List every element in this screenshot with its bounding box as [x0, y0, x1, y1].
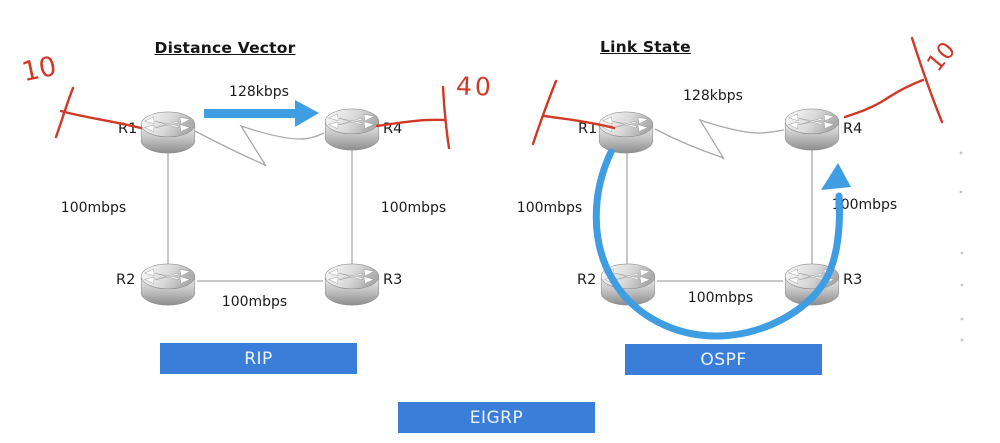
- left-router-icon-r4: [324, 108, 380, 151]
- right-router-label-r2: R2: [577, 272, 597, 288]
- right-router-label-r3: R3: [843, 272, 863, 288]
- right-diagram-title: Link State: [600, 38, 691, 56]
- left-router-label-r3: R3: [383, 272, 403, 288]
- left-speed-right-label: 100mbps: [380, 200, 447, 216]
- right-diagram-links: [626, 118, 813, 282]
- right-router-icon-r4: [784, 108, 840, 151]
- right-router-label-r1: R1: [578, 121, 598, 137]
- left-router-icon-r1: [140, 111, 196, 154]
- faint-edge-marks: [959, 151, 964, 342]
- right-speed-left-label: 100mbps: [516, 200, 583, 216]
- left-speed-bottom-label: 100mbps: [221, 294, 288, 310]
- straight-path-arrow-icon: [204, 100, 319, 127]
- left-cost-annotation: 10: [19, 50, 60, 89]
- right-router-label-r4: R4: [843, 121, 863, 137]
- left-router-icon-r3: [324, 263, 380, 306]
- right-speed-right-label: 100mbps: [831, 197, 898, 213]
- left-wan-zigzag-link: [194, 124, 325, 167]
- middle-cost-annotation: 40: [455, 71, 495, 102]
- left-cost-slash-mark: [54, 86, 75, 139]
- left-diagram-links: [167, 124, 353, 282]
- left-speed-left-label: 100mbps: [60, 200, 127, 216]
- left-router-icon-r2: [140, 263, 196, 306]
- right-router-icon-r3: [784, 263, 840, 306]
- left-diagram-title: Distance Vector: [154, 39, 296, 57]
- left-router-label-r2: R2: [116, 272, 136, 288]
- right-router-icon-r1: [598, 111, 654, 154]
- right-wan-speed-label: 128kbps: [683, 88, 743, 104]
- right-cost-slash-mark-left: [531, 79, 558, 146]
- right-red-line-from-r4: [843, 78, 925, 119]
- left-router-label-r4: R4: [383, 121, 403, 137]
- middle-cost-tick-mark: [441, 85, 451, 150]
- left-wan-speed-label: 128kbps: [229, 84, 289, 100]
- curved-path-arrow-icon: [592, 148, 851, 340]
- eigrp-protocol-box: EIGRP: [398, 402, 595, 433]
- right-cost-annotation: 10: [922, 37, 962, 77]
- ospf-protocol-box: OSPF: [625, 344, 822, 375]
- left-router-label-r1: R1: [118, 121, 138, 137]
- right-speed-bottom-label: 100mbps: [687, 290, 754, 306]
- right-wan-zigzag-link: [654, 118, 785, 160]
- rip-protocol-box: RIP: [160, 343, 357, 374]
- right-router-icon-r2: [600, 263, 656, 306]
